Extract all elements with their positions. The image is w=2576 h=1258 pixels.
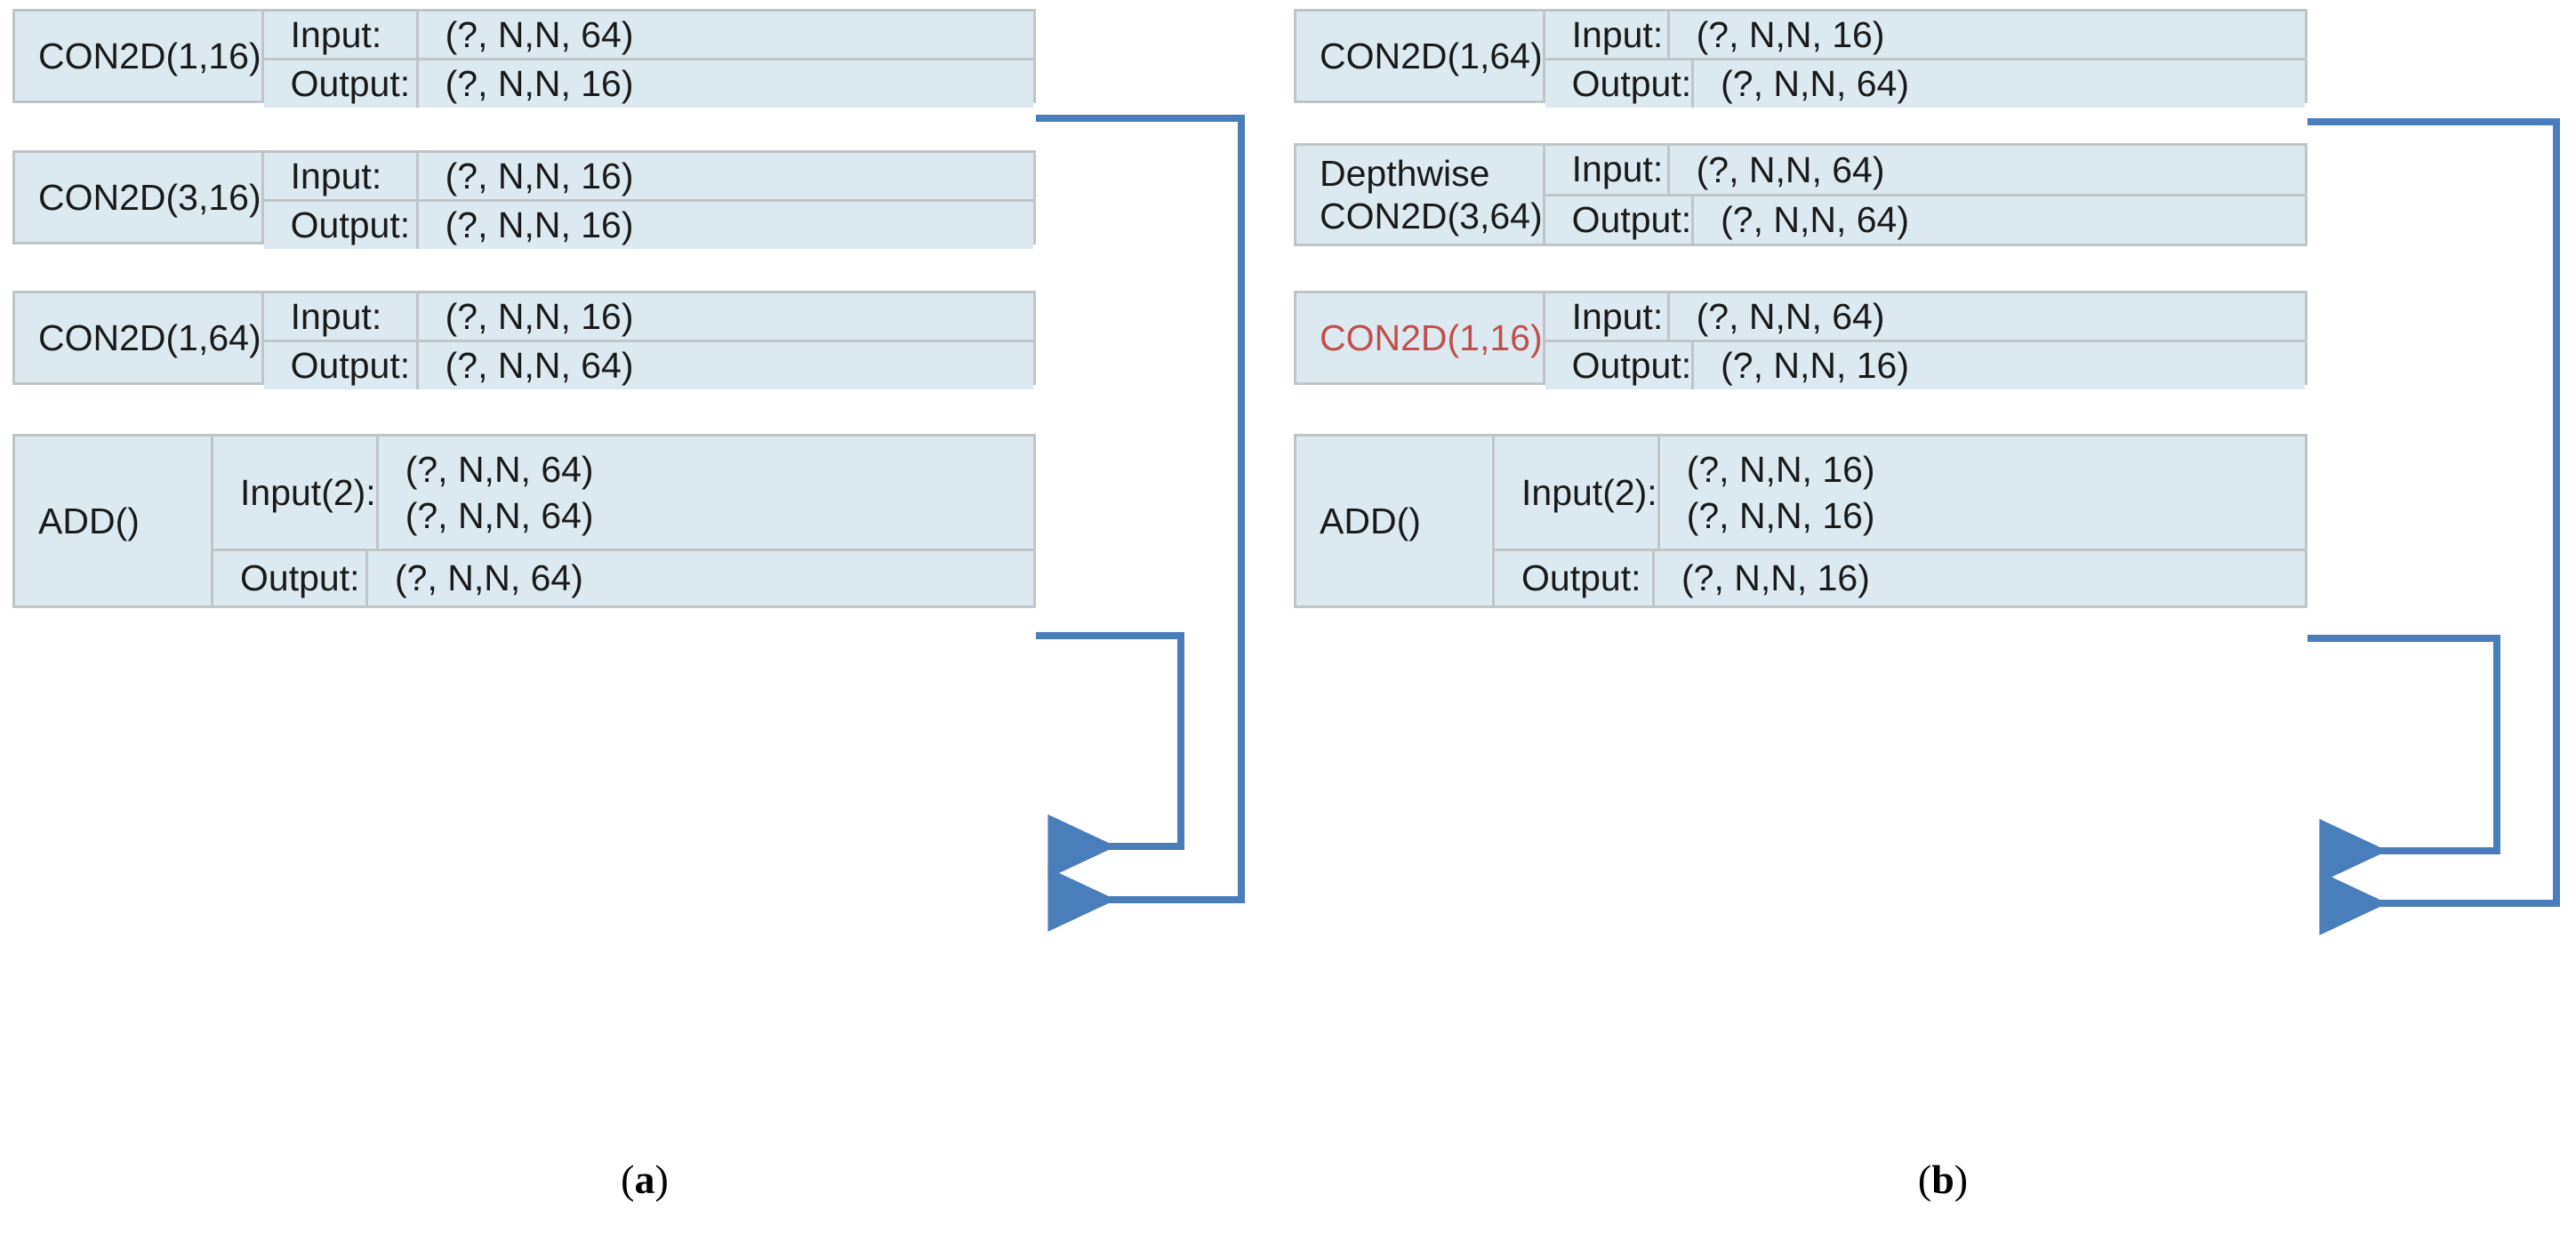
panel-a-caption-close-paren: ) [654,1157,669,1202]
panel-a-caption: (a) [534,1156,756,1203]
io-label: Input: [1545,293,1670,341]
layer-name: ADD() [1296,437,1495,605]
layer-name: Depthwise CON2D(3,64) [1296,146,1545,244]
panel-b-caption: (b) [1832,1156,2054,1203]
io-row-input: Input: (?, N,N, 64) [1545,293,2305,341]
io-label: Input: [264,12,419,59]
layer-io-rows: Input(2): (?, N,N, 16) (?, N,N, 16) Outp… [1495,437,2305,605]
panel-a-long-skip-arrow [1036,115,1245,932]
io-row-output: Output: (?, N,N, 16) [263,199,1033,249]
panel-a-short-skip-arrow [1036,632,1184,878]
panel-a-block-con2d-1-16: CON2D(1,16) Input: (?, N,N, 64) Output: … [12,9,1036,108]
io-row-input: Input(2): (?, N,N, 64) (?, N,N, 64) [213,437,1033,549]
io-label: Input: [264,153,419,200]
io-shape: (?, N,N, 16) [445,204,634,246]
io-label: Output: [1545,342,1695,389]
layer-name: CON2D(1,64) [1296,12,1545,100]
layer-io-rows: Input(2): (?, N,N, 64) (?, N,N, 64) Outp… [213,437,1033,605]
io-row-input: Input(2): (?, N,N, 16) (?, N,N, 16) [1495,437,2305,549]
io-shape: (?, N,N, 16) [1696,14,1885,55]
io-shape: (?, N,N, 64) [1696,296,1885,337]
io-row-output: Output: (?, N,N, 16) [263,58,1033,108]
panel-b-block-depthwise-con2d-3-64: Depthwise CON2D(3,64) Input: (?, N,N, 64… [1294,143,2307,246]
io-shape: (?, N,N, 64) [1696,148,1885,190]
io-label: Input: [264,293,419,341]
io-label: Output: [264,202,419,249]
io-row-input: Input: (?, N,N, 64) [263,12,1033,59]
io-row-output: Output: (?, N,N, 64) [213,549,1033,605]
io-row-input: Input: (?, N,N, 16) [263,293,1033,341]
io-shape: (?, N,N, 16) [445,63,634,105]
panel-a-block-con2d-1-64: CON2D(1,64) Input: (?, N,N, 16) Output: … [12,291,1036,389]
io-shape: (?, N,N, 16) [1721,345,1909,387]
layer-name: CON2D(1,64) [15,293,264,382]
panel-a-caption-letter: a [634,1157,655,1202]
layer-name: ADD() [15,437,213,605]
panel-b-caption-open-paren: ( [1917,1157,1932,1202]
layer-io-rows: Input: (?, N,N, 16) Output: (?, N,N, 64) [1545,12,2305,108]
io-shape: (?, N,N, 64) [445,14,634,55]
panel-b-short-skip-arrow [2307,635,2500,883]
panel-a-caption-open-paren: ( [621,1157,635,1202]
layer-name: CON2D(1,16) [1296,293,1545,382]
panel-b-block-con2d-1-64: CON2D(1,64) Input: (?, N,N, 16) Output: … [1294,9,2307,108]
layer-name: CON2D(1,16) [15,12,264,100]
panel-a-block-con2d-3-16: CON2D(3,16) Input: (?, N,N, 16) Output: … [12,150,1036,249]
io-row-output: Output: (?, N,N, 16) [1495,549,2305,605]
io-shape: (?, N,N, 16) [1681,557,1870,599]
io-row-input: Input: (?, N,N, 64) [1545,146,2305,194]
io-shape: (?, N,N, 64) [445,345,634,387]
io-label: Output: [1545,196,1695,244]
layer-io-rows: Input: (?, N,N, 16) Output: (?, N,N, 64) [263,293,1033,389]
panel-b-caption-letter: b [1931,1157,1954,1202]
io-label: Output: [213,551,368,605]
io-shape: (?, N,N, 64) [1721,63,1909,105]
io-label: Output: [264,60,419,108]
layer-io-rows: Input: (?, N,N, 64) Output: (?, N,N, 64) [1545,146,2305,244]
io-shape: (?, N,N, 64) (?, N,N, 64) [405,448,594,536]
io-shape: (?, N,N, 16) [445,296,634,337]
io-shape: (?, N,N, 16) [445,156,634,196]
io-row-input: Input: (?, N,N, 16) [1545,12,2305,59]
layer-io-rows: Input: (?, N,N, 16) Output: (?, N,N, 16) [263,153,1033,249]
layer-io-rows: Input: (?, N,N, 64) Output: (?, N,N, 16) [263,12,1033,108]
io-row-output: Output: (?, N,N, 64) [263,340,1033,389]
io-label: Input: [1545,12,1670,59]
io-label: Input(2): [213,437,379,549]
panel-b-long-skip-arrow [2307,118,2560,935]
panel-b-block-con2d-1-16: CON2D(1,16) Input: (?, N,N, 64) Output: … [1294,291,2307,389]
layer-io-rows: Input: (?, N,N, 64) Output: (?, N,N, 16) [1545,293,2305,389]
io-row-output: Output: (?, N,N, 16) [1545,340,2305,389]
panel-b-block-add: ADD() Input(2): (?, N,N, 16) (?, N,N, 16… [1294,434,2307,608]
panel-b-caption-close-paren: ) [1954,1157,1969,1202]
io-row-input: Input: (?, N,N, 16) [263,153,1033,200]
io-label: Input: [1545,146,1670,194]
io-shape: (?, N,N, 16) (?, N,N, 16) [1686,448,1875,536]
panel-a-block-add: ADD() Input(2): (?, N,N, 64) (?, N,N, 64… [12,434,1036,608]
io-label: Output: [1545,60,1695,108]
io-row-output: Output: (?, N,N, 64) [1545,58,2305,108]
io-shape: (?, N,N, 64) [395,557,583,599]
layer-name: CON2D(3,16) [15,153,264,242]
io-label: Input(2): [1495,437,1660,549]
io-label: Output: [1495,551,1655,605]
io-shape: (?, N,N, 64) [1721,199,1909,241]
io-row-output: Output: (?, N,N, 64) [1545,193,2305,244]
io-label: Output: [264,342,419,389]
